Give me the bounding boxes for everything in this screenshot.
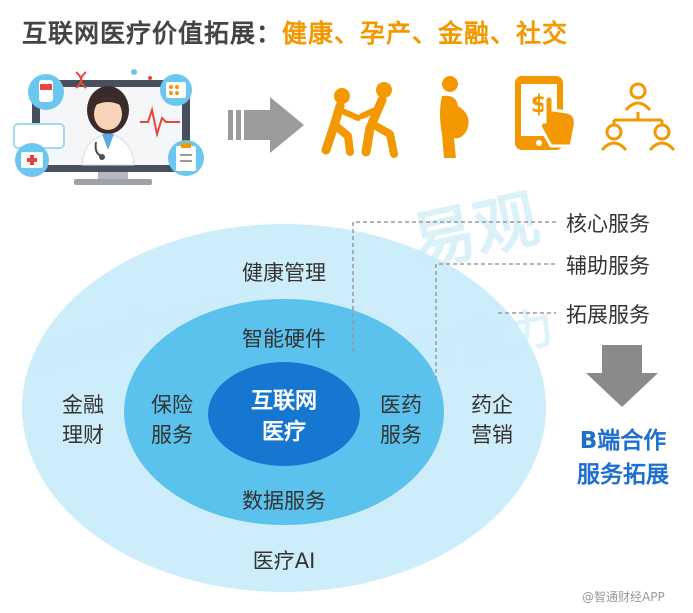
svg-text:$: $	[531, 90, 548, 118]
inner-label-top: 智能硬件	[242, 327, 326, 351]
core-line2: 医疗	[261, 420, 306, 445]
legend-core-service: 核心服务	[566, 212, 650, 236]
inner-label-bottom: 数据服务	[242, 489, 326, 513]
down-arrow-icon	[586, 345, 658, 407]
conclusion-text: B端合作 服务拓展	[556, 424, 690, 492]
inner-right-line2: 服务	[380, 423, 422, 447]
outer-left-line1: 金融	[62, 393, 104, 417]
telemedicine-doctor-icon	[13, 69, 204, 185]
auxiliary-service-leader	[435, 263, 556, 380]
conclusion-line1: B端合作	[579, 428, 667, 454]
outer-right-line2: 营销	[471, 423, 513, 447]
source-credit: @智通财经APP	[582, 590, 665, 604]
right-arrow-icon	[228, 97, 304, 153]
mobile-payment-icon: $	[515, 76, 577, 150]
outer-left-line2: 理财	[62, 423, 104, 447]
core-ring	[208, 362, 360, 466]
outer-right-line1: 药企	[471, 393, 513, 417]
legend-auxiliary-service: 辅助服务	[566, 254, 650, 278]
inner-left-line1: 保险	[151, 393, 193, 417]
inner-label-right: 医药 服务	[366, 390, 436, 450]
outer-label-top: 健康管理	[242, 261, 326, 285]
exercise-assist-icon	[321, 82, 398, 158]
outer-label-left: 金融 理财	[48, 390, 118, 450]
inner-label-left: 保险 服务	[137, 390, 207, 450]
title-prefix: 互联网医疗价值拓展：	[22, 19, 283, 48]
page-title: 互联网医疗价值拓展：健康、孕产、金融、社交	[22, 14, 568, 50]
inner-right-line1: 医药	[380, 393, 422, 417]
social-network-icon	[600, 82, 676, 152]
core-line1: 互联网	[250, 389, 317, 414]
conclusion-line2: 服务拓展	[577, 462, 669, 488]
core-service-leader	[352, 221, 556, 352]
core-label: 互联网 医疗	[234, 386, 334, 448]
legend-extended-service: 拓展服务	[566, 303, 650, 327]
inner-left-line2: 服务	[151, 423, 193, 447]
outer-label-bottom: 医疗AI	[252, 549, 316, 573]
title-highlight: 健康、孕产、金融、社交	[282, 19, 569, 48]
outer-label-right: 药企 营销	[457, 390, 527, 450]
pregnancy-icon	[440, 76, 469, 158]
